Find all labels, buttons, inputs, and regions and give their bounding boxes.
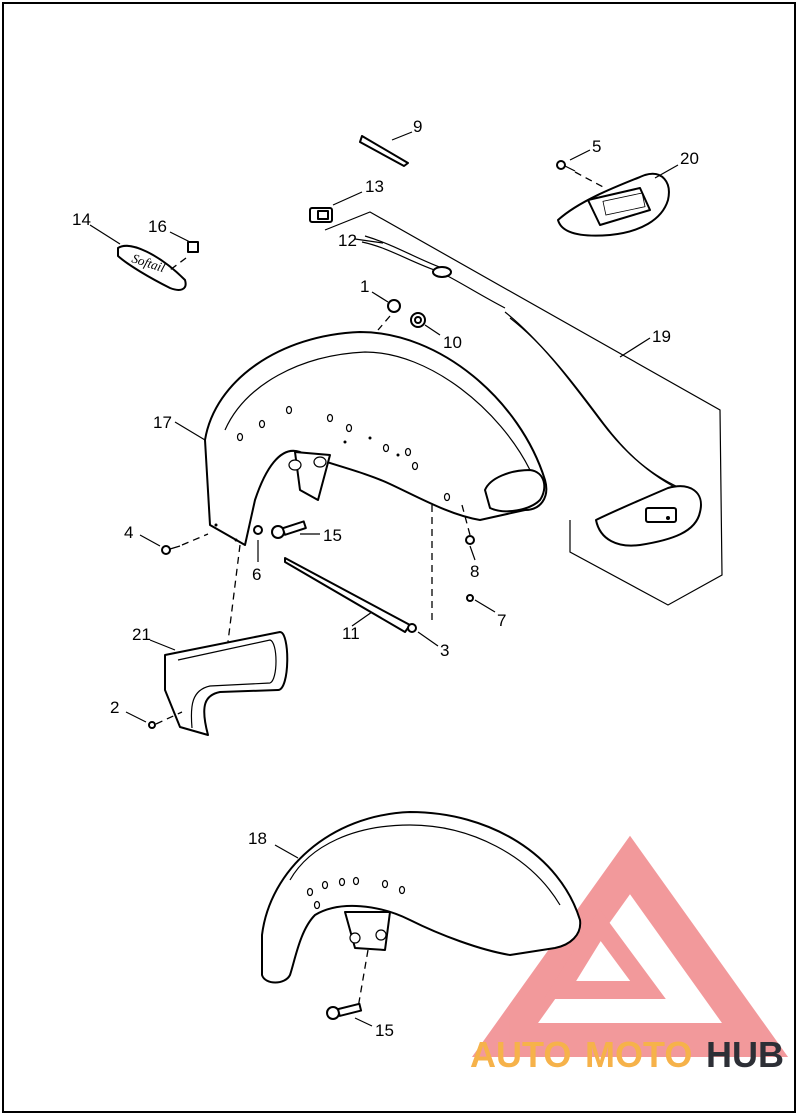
strap-part-9 xyxy=(359,135,409,167)
harness-group-outline xyxy=(324,211,723,606)
callout-3: 3 xyxy=(440,641,449,660)
bolt-part-15-lower xyxy=(326,1002,363,1020)
callout-12: 12 xyxy=(338,231,357,250)
callout-10: 10 xyxy=(443,333,462,352)
callout-13: 13 xyxy=(365,177,384,196)
screw-part-4 xyxy=(161,545,181,555)
callout-16: 16 xyxy=(148,217,167,236)
callout-19: 19 xyxy=(652,327,671,346)
callout-21: 21 xyxy=(132,625,151,644)
watermark-moto: MOTO xyxy=(585,1034,692,1075)
callout-15-upper: 15 xyxy=(323,526,342,545)
wire-harness-part-12 xyxy=(361,235,506,309)
callout-7: 7 xyxy=(497,611,506,630)
callout-8: 8 xyxy=(470,562,479,581)
screw-part-2 xyxy=(148,721,156,729)
clip-part-16 xyxy=(187,241,199,253)
tail-lamp-part-19 xyxy=(504,311,702,547)
callout-20: 20 xyxy=(680,149,699,168)
front-fender-part-18 xyxy=(261,811,582,984)
watermark-hub: HUB xyxy=(706,1034,784,1075)
callout-6: 6 xyxy=(252,565,261,584)
callout-14: 14 xyxy=(72,210,91,229)
washer-part-6 xyxy=(253,525,263,535)
connector-part-13 xyxy=(309,207,333,223)
bolt-part-15-upper xyxy=(271,520,307,539)
rear-fender-part-17 xyxy=(204,331,548,546)
nut-part-10 xyxy=(410,312,426,328)
callout-2: 2 xyxy=(110,698,119,717)
watermark-logo-icon xyxy=(471,835,789,1057)
callout-17: 17 xyxy=(153,413,172,432)
screw-part-3 xyxy=(407,623,417,633)
rail-part-11 xyxy=(284,557,411,633)
nut-part-8 xyxy=(465,535,475,545)
watermark-text: AUTO MOTO HUB xyxy=(470,1034,784,1075)
watermark-auto: AUTO xyxy=(470,1034,571,1075)
fender-tip-part-20 xyxy=(557,172,670,237)
callout-9: 9 xyxy=(413,117,422,136)
callout-15-lower: 15 xyxy=(375,1021,394,1040)
nut-part-1 xyxy=(387,299,401,313)
callout-4: 4 xyxy=(124,523,133,542)
screw-part-7 xyxy=(466,594,474,602)
bracket-part-21 xyxy=(164,631,289,736)
emblem-part-14: Softail xyxy=(117,244,187,291)
callout-18: 18 xyxy=(248,829,267,848)
callout-5: 5 xyxy=(592,137,601,156)
callout-1: 1 xyxy=(360,277,369,296)
screw-part-5 xyxy=(556,160,576,172)
callout-11: 11 xyxy=(342,624,360,643)
